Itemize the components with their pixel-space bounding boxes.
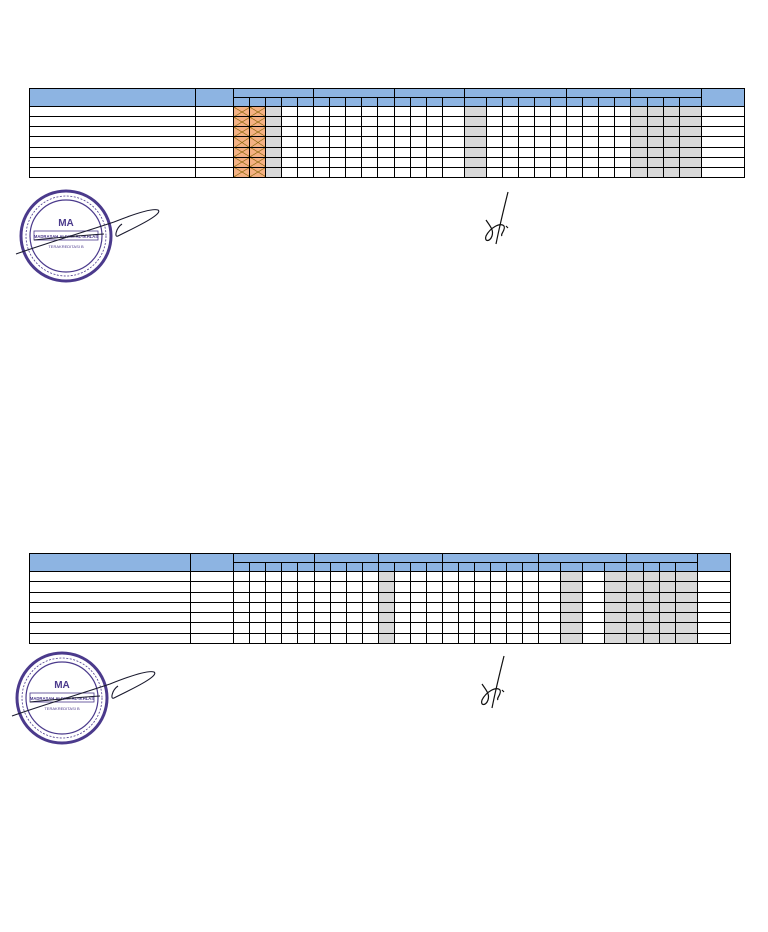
- table-grid-1: [29, 88, 746, 179]
- school-stamp-1: MA MADRASAH ALIYAH AL-IKHLAS TERAKREDITA…: [15, 189, 160, 283]
- table-row: [29, 601, 732, 614]
- header-group-2: [314, 553, 380, 563]
- header-class: [195, 88, 234, 107]
- table-grid-2: [29, 553, 732, 645]
- table-row: [29, 166, 746, 179]
- stamp-sub-text: TERAKREDITASI B: [44, 706, 80, 711]
- header-group-2: [313, 88, 396, 98]
- header-class: [190, 553, 234, 572]
- header-name: [29, 553, 191, 572]
- header-group-4: [442, 553, 540, 563]
- table-row: [29, 146, 746, 158]
- header-group-3: [394, 88, 466, 98]
- stamp-center-text: MA: [54, 680, 70, 691]
- header-total: [697, 553, 732, 572]
- table-row: [29, 591, 732, 603]
- table-row: [29, 136, 746, 148]
- header-group-3: [378, 553, 444, 563]
- stamp-inner-text: MADRASAH ALIYAH AL-IKHLAS: [30, 696, 94, 701]
- header-group-1: [232, 553, 316, 563]
- signature-1: [485, 191, 509, 245]
- signature-2: [481, 655, 505, 709]
- table-row: [29, 126, 746, 138]
- attendance-table-1: [29, 88, 746, 179]
- table-row: [29, 612, 732, 624]
- stamp-sub-text: TERAKREDITASI B: [48, 244, 84, 249]
- table-row: [29, 622, 732, 634]
- stamp-inner-text: MADRASAH ALIYAH AL-IKHLAS: [34, 234, 98, 239]
- header-total: [701, 88, 746, 107]
- table-row: [29, 105, 746, 118]
- header-group-6: [626, 553, 699, 563]
- school-stamp-2: MA MADRASAH ALIYAH AL-IKHLAS TERAKREDITA…: [11, 651, 156, 745]
- table-row: [29, 632, 732, 645]
- header-group-5: [538, 553, 628, 563]
- table-row: [29, 156, 746, 168]
- attendance-table-2: [29, 553, 732, 645]
- header-group-5: [566, 88, 632, 98]
- table-row: [29, 581, 732, 593]
- header-group-4: [464, 88, 568, 98]
- header-group-1: [232, 88, 315, 98]
- table-row: [29, 570, 732, 583]
- header-name: [29, 88, 196, 107]
- table-row: [29, 116, 746, 128]
- header-group-6: [630, 88, 703, 98]
- stamp-center-text: MA: [58, 218, 74, 229]
